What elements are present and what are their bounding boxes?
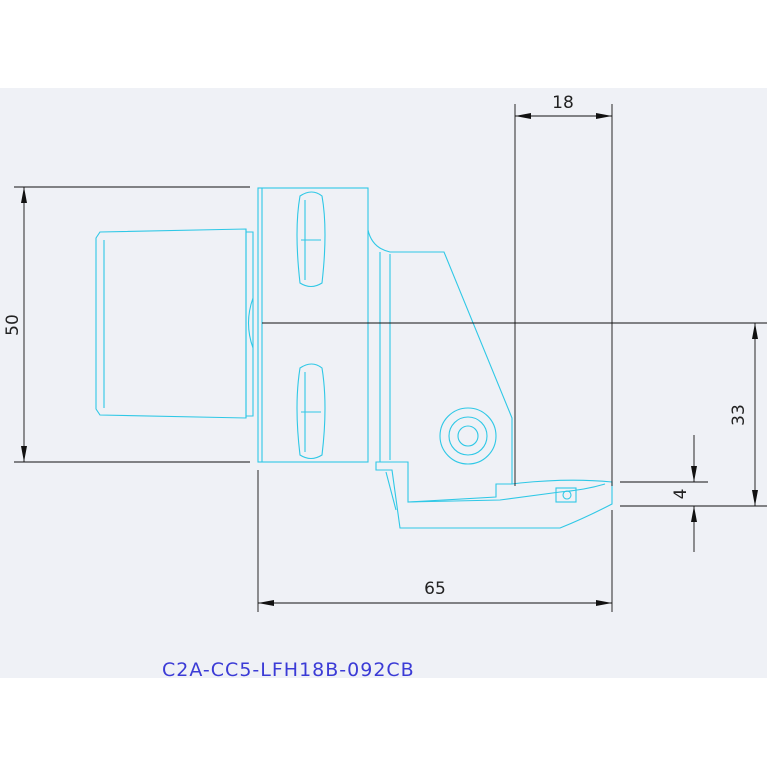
part-code: C2A-CC5-LFH18B-092CB — [162, 659, 415, 681]
dimension-length-bottom: 65 — [257, 470, 613, 612]
dimension-label-18: 18 — [552, 93, 574, 113]
tool-holder-outline — [95, 187, 613, 529]
dimension-label-50: 50 — [3, 314, 23, 336]
dimension-label-65: 65 — [424, 579, 446, 599]
dimension-height-left: 50 — [3, 186, 250, 463]
shank — [95, 228, 254, 419]
dimension-label-33: 33 — [729, 404, 749, 426]
dimension-label-4: 4 — [671, 489, 691, 500]
drawing-background — [0, 88, 767, 678]
dimension-offset-small: 4 — [620, 435, 708, 552]
flange-body — [257, 187, 369, 463]
dimension-width-top: 18 — [514, 93, 613, 486]
tool-head — [367, 229, 613, 529]
